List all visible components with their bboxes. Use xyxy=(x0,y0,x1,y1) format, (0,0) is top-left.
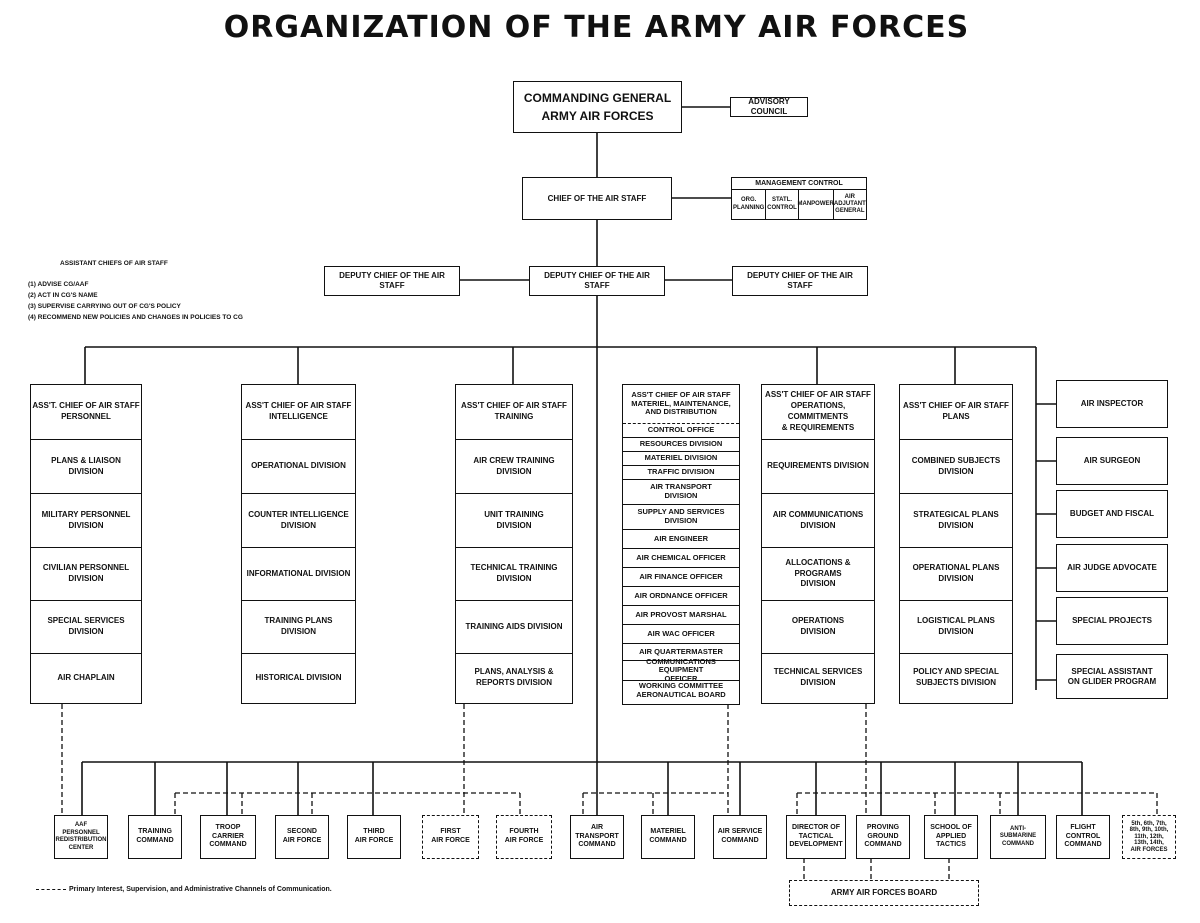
duty-item: (4) RECOMMEND NEW POLICIES AND CHANGES I… xyxy=(28,314,243,321)
air-service-command-box: AIR SERVICE COMMAND xyxy=(713,815,767,859)
materiel-unit-cell: AIR FINANCE OFFICER xyxy=(623,567,739,586)
troop-carrier-command-box: TROOP CARRIER COMMAND xyxy=(200,815,256,859)
materiel-unit-cell: AIR TRANSPORT DIVISION xyxy=(623,479,739,504)
division-cell: AIR COMMUNICATIONS DIVISION xyxy=(762,493,874,547)
division-cell: CIVILIAN PERSONNEL DIVISION xyxy=(31,547,141,600)
division-cell: LOGISTICAL PLANS DIVISION xyxy=(900,600,1012,653)
materiel-unit-cell: AIR CHEMICAL OFFICER xyxy=(623,548,739,567)
division-cell: HISTORICAL DIVISION xyxy=(242,653,355,702)
division-cell: POLICY AND SPECIAL SUBJECTS DIVISION xyxy=(900,653,1012,702)
training-command-box: TRAINING COMMAND xyxy=(128,815,182,859)
operations-column: ASS'T CHIEF OF AIR STAFF OPERATIONS, COM… xyxy=(761,384,875,704)
division-cell: ALLOCATIONS & PROGRAMS DIVISION xyxy=(762,547,874,600)
commanding-general-box: COMMANDING GENERAL ARMY AIR FORCES xyxy=(513,81,682,133)
legend-text: Primary Interest, Supervision, and Admin… xyxy=(69,886,332,893)
materiel-column: ASS'T CHIEF OF AIR STAFF MATERIEL, MAINT… xyxy=(622,384,740,705)
materiel-unit-cell: TRAFFIC DIVISION xyxy=(623,465,739,479)
division-cell: TRAINING AIDS DIVISION xyxy=(456,600,572,653)
army-air-forces-board-box: ARMY AIR FORCES BOARD xyxy=(789,880,979,906)
training-column: ASS'T CHIEF OF AIR STAFF TRAINING AIR CR… xyxy=(455,384,573,704)
advisory-council-box: ADVISORY COUNCIL xyxy=(730,97,808,117)
division-cell: STRATEGICAL PLANS DIVISION xyxy=(900,493,1012,547)
manpower-cell: MANPOWER xyxy=(798,190,834,219)
division-cell: OPERATIONAL PLANS DIVISION xyxy=(900,547,1012,600)
anti-submarine-command-box: ANTI-SUBMARINE COMMAND xyxy=(990,815,1046,859)
plans-column: ASS'T CHIEF OF AIR STAFF PLANS COMBINED … xyxy=(899,384,1013,704)
division-cell: INFORMATIONAL DIVISION xyxy=(242,547,355,600)
school-of-applied-tactics-box: SCHOOL OF APPLIED TACTICS xyxy=(924,815,978,859)
materiel-unit-cell: CONTROL OFFICE xyxy=(623,423,739,437)
personnel-column: ASS'T. CHIEF OF AIR STAFF PERSONNEL PLAN… xyxy=(30,384,142,704)
column-header: ASS'T. CHIEF OF AIR STAFF PERSONNEL xyxy=(32,401,140,421)
materiel-unit-cell: AIR QUARTERMASTER xyxy=(623,643,739,660)
division-cell: UNIT TRAINING DIVISION xyxy=(456,493,572,547)
assistant-chiefs-duties: (1) ADVISE CG/AAF (2) ACT IN CG'S NAME (… xyxy=(28,279,243,323)
dashed-line-legend-key xyxy=(36,888,66,890)
materiel-unit-cell: SUPPLY AND SERVICES DIVISION xyxy=(623,504,739,529)
air-surgeon-box: AIR SURGEON xyxy=(1056,437,1168,485)
fourth-air-force-box: FOURTH AIR FORCE xyxy=(496,815,552,859)
division-cell: PLANS, ANALYSIS & REPORTS DIVISION xyxy=(456,653,572,702)
column-header: ASS'T CHIEF OF AIR STAFF OPERATIONS, COM… xyxy=(765,390,871,432)
division-cell: PLANS & LIAISON DIVISION xyxy=(31,439,141,493)
materiel-unit-cell: AIR ORDNANCE OFFICER xyxy=(623,586,739,605)
intelligence-column: ASS'T CHIEF OF AIR STAFF INTELLIGENCE OP… xyxy=(241,384,356,704)
management-control-title: MANAGEMENT CONTROL xyxy=(732,178,866,190)
division-cell: COUNTER INTELLIGENCE DIVISION xyxy=(242,493,355,547)
management-control-box: MANAGEMENT CONTROL ORG. PLANNING STATL. … xyxy=(731,177,867,220)
deputy-chief-right-box: DEPUTY CHIEF OF THE AIR STAFF xyxy=(732,266,868,296)
second-air-force-box: SECOND AIR FORCE xyxy=(275,815,329,859)
materiel-unit-cell: AIR WAC OFFICER xyxy=(623,624,739,643)
overseas-air-forces-box: 5th, 6th, 7th, 8th, 9th, 10th, 11th, 12t… xyxy=(1122,815,1176,859)
director-of-tactical-development-box: DIRECTOR OF TACTICAL DEVELOPMENT xyxy=(786,815,846,859)
materiel-unit-cell: MATERIEL DIVISION xyxy=(623,451,739,465)
column-header: ASS'T CHIEF OF AIR STAFF MATERIEL, MAINT… xyxy=(631,390,731,417)
duty-item: (3) SUPERVISE CARRYING OUT OF CG'S POLIC… xyxy=(28,303,181,310)
assistant-chiefs-heading: ASSISTANT CHIEFS OF AIR STAFF xyxy=(60,260,168,267)
air-transport-command-box: AIR TRANSPORT COMMAND xyxy=(570,815,624,859)
org-planning-cell: ORG. PLANNING xyxy=(732,197,765,211)
column-header: ASS'T CHIEF OF AIR STAFF TRAINING xyxy=(461,401,567,421)
division-cell: AIR CREW TRAINING DIVISION xyxy=(456,439,572,493)
division-cell: COMBINED SUBJECTS DIVISION xyxy=(900,439,1012,493)
materiel-unit-cell: AIR PROVOST MARSHAL xyxy=(623,605,739,624)
division-cell: OPERATIONAL DIVISION xyxy=(242,439,355,493)
duty-item: (1) ADVISE CG/AAF xyxy=(28,281,89,288)
aaf-personnel-redistribution-center-box: AAF PERSONNEL REDISTRIBUTION CENTER xyxy=(54,815,108,859)
chief-of-air-staff-box: CHIEF OF THE AIR STAFF xyxy=(522,177,672,220)
deputy-chief-left-box: DEPUTY CHIEF OF THE AIR STAFF xyxy=(324,266,460,296)
division-cell: TRAINING PLANS DIVISION xyxy=(242,600,355,653)
air-judge-advocate-box: AIR JUDGE ADVOCATE xyxy=(1056,544,1168,592)
materiel-command-box: MATERIEL COMMAND xyxy=(641,815,695,859)
division-cell: OPERATIONS DIVISION xyxy=(762,600,874,653)
air-adjutant-general-cell: AIR ADJUTANT GENERAL xyxy=(832,190,866,219)
materiel-unit-cell: RESOURCES DIVISION xyxy=(623,437,739,451)
materiel-unit-cell: WORKING COMMITTEE AERONAUTICAL BOARD xyxy=(623,680,739,701)
duty-item: (2) ACT IN CG'S NAME xyxy=(28,292,98,299)
materiel-unit-cell: AIR ENGINEER xyxy=(623,529,739,548)
third-air-force-box: THIRD AIR FORCE xyxy=(347,815,401,859)
proving-ground-command-box: PROVING GROUND COMMAND xyxy=(856,815,910,859)
division-cell: TECHNICAL TRAINING DIVISION xyxy=(456,547,572,600)
special-projects-box: SPECIAL PROJECTS xyxy=(1056,597,1168,645)
division-cell: TECHNICAL SERVICES DIVISION xyxy=(762,653,874,702)
division-cell: AIR CHAPLAIN xyxy=(31,653,141,702)
flight-control-command-box: FLIGHT CONTROL COMMAND xyxy=(1056,815,1110,859)
column-header: ASS'T CHIEF OF AIR STAFF INTELLIGENCE xyxy=(245,401,352,421)
air-inspector-box: AIR INSPECTOR xyxy=(1056,380,1168,428)
legend: Primary Interest, Supervision, and Admin… xyxy=(36,886,332,893)
budget-and-fiscal-box: BUDGET AND FISCAL xyxy=(1056,490,1168,538)
statl-control-cell: STATL. CONTROL xyxy=(765,190,797,219)
division-cell: MILITARY PERSONNEL DIVISION xyxy=(31,493,141,547)
first-air-force-box: FIRST AIR FORCE xyxy=(422,815,479,859)
glider-program-assistant-box: SPECIAL ASSISTANT ON GLIDER PROGRAM xyxy=(1056,654,1168,699)
page-title: ORGANIZATION OF THE ARMY AIR FORCES xyxy=(223,10,970,45)
division-cell: SPECIAL SERVICES DIVISION xyxy=(31,600,141,653)
division-cell: REQUIREMENTS DIVISION xyxy=(762,439,874,493)
column-header: ASS'T CHIEF OF AIR STAFF PLANS xyxy=(903,401,1009,421)
materiel-unit-cell: COMMUNICATIONS EQUIPMENT OFFICER xyxy=(623,657,739,683)
deputy-chief-center-box: DEPUTY CHIEF OF THE AIR STAFF xyxy=(529,266,665,296)
